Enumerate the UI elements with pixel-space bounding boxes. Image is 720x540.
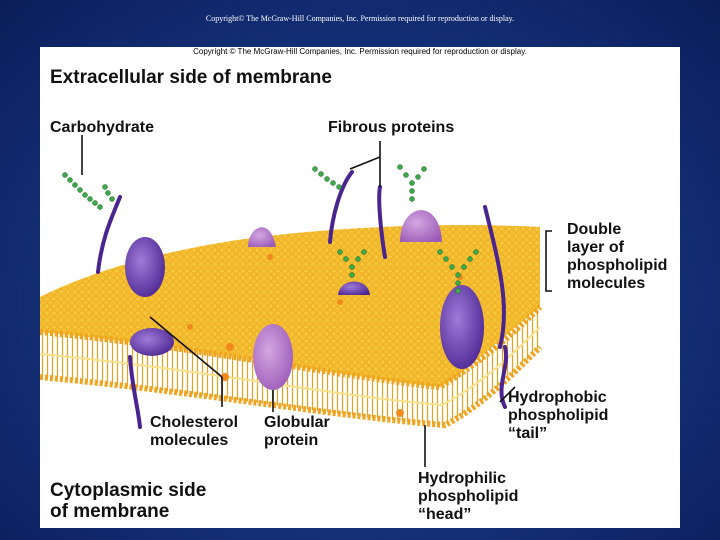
integral-protein-right [440,285,484,369]
membrane-diagram [40,135,552,467]
label-carbohydrate: Carbohydrate [50,119,155,136]
bilayer-top-edge [40,304,543,391]
panel-copyright: Copyright © The McGraw-Hill Companies, I… [193,47,527,56]
globular-protein [253,324,293,390]
small-protein [338,281,370,295]
bilayer-mid [40,326,541,407]
label-hydrophobic-tail: Hydrophobic phospholipid “tail” [508,389,609,442]
integral-protein-left [125,237,165,297]
label-hydrophilic-head: Hydrophilic phospholipid “head” [418,470,519,523]
slide-copyright: Copyright© The McGraw-Hill Companies, In… [205,14,515,23]
figure-panel: Copyright © The McGraw-Hill Companies, I… [40,47,680,528]
label-extracellular: Extracellular side of membrane [50,67,332,88]
peripheral-protein-1 [248,227,276,247]
cholesterol-molecules [146,254,463,417]
fibrous-proteins [96,170,508,429]
carbohydrate-chains [62,164,479,294]
label-fibrous-proteins: Fibrous proteins [328,119,455,136]
label-globular-protein: Globular protein [264,414,330,449]
label-cholesterol: Cholesterol molecules [150,414,239,449]
label-cytoplasmic: Cytoplasmic side of membrane [50,480,207,522]
peripheral-protein-2 [400,210,442,242]
label-double-layer: Double layer of phospholipid molecules [567,221,668,292]
leader-lines [81,135,552,467]
